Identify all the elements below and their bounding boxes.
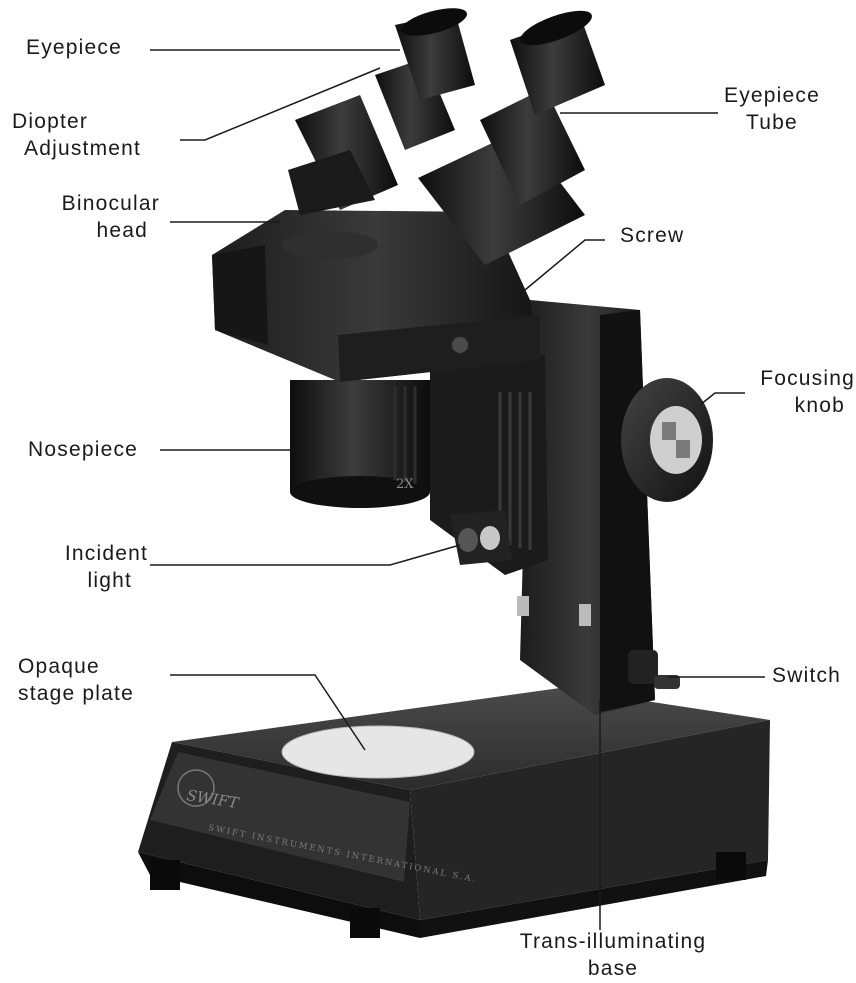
label-eyepiece-tube-line1: Eyepiece: [712, 82, 832, 109]
leader-incident-light: [150, 545, 460, 565]
label-incident-line2: light: [10, 567, 148, 594]
opaque-stage-plate: [282, 726, 474, 778]
label-binocular-head: Binocular head: [10, 190, 160, 244]
label-focusing-knob: Focusing knob: [735, 365, 855, 419]
head-screw-icon: [451, 336, 469, 354]
label-eyepiece-tube: Eyepiece Tube: [712, 82, 832, 136]
label-eyepiece-text: Eyepiece: [26, 34, 122, 61]
label-focusing-line1: Focusing: [735, 365, 855, 392]
focusing-knob: [621, 378, 713, 502]
label-switch-text: Switch: [772, 662, 841, 689]
label-incident-light: Incident light: [10, 540, 148, 594]
label-diopter-line1: Diopter: [12, 108, 141, 135]
label-opaque-line1: Opaque: [18, 653, 134, 680]
label-switch: Switch: [772, 662, 841, 689]
label-binocular-line2: head: [10, 217, 160, 244]
label-opaque-line2: stage plate: [18, 680, 134, 707]
label-eyepiece-tube-line2: Tube: [712, 109, 832, 136]
nosepiece: 2X: [290, 380, 430, 508]
incident-light: [450, 510, 512, 565]
label-trans-line2: base: [508, 955, 718, 982]
label-diopter-line2: Adjustment: [12, 135, 141, 162]
label-screw-text: Screw: [620, 222, 684, 249]
label-trans-illuminating-base: Trans-illuminating base: [508, 928, 718, 982]
switch: [628, 650, 680, 689]
label-diopter-adjustment: Diopter Adjustment: [12, 108, 141, 162]
leader-screw: [525, 240, 605, 290]
label-focusing-line2: knob: [735, 392, 855, 419]
label-nosepiece: Nosepiece: [28, 436, 138, 463]
label-trans-line1: Trans-illuminating: [508, 928, 718, 955]
label-opaque-stage-plate: Opaque stage plate: [18, 653, 134, 707]
magnification-mark: 2X: [396, 477, 414, 492]
label-eyepiece: Eyepiece: [26, 34, 122, 61]
label-nosepiece-text: Nosepiece: [28, 436, 138, 463]
label-incident-line1: Incident: [10, 540, 148, 567]
label-screw: Screw: [620, 222, 684, 249]
label-binocular-line1: Binocular: [10, 190, 160, 217]
